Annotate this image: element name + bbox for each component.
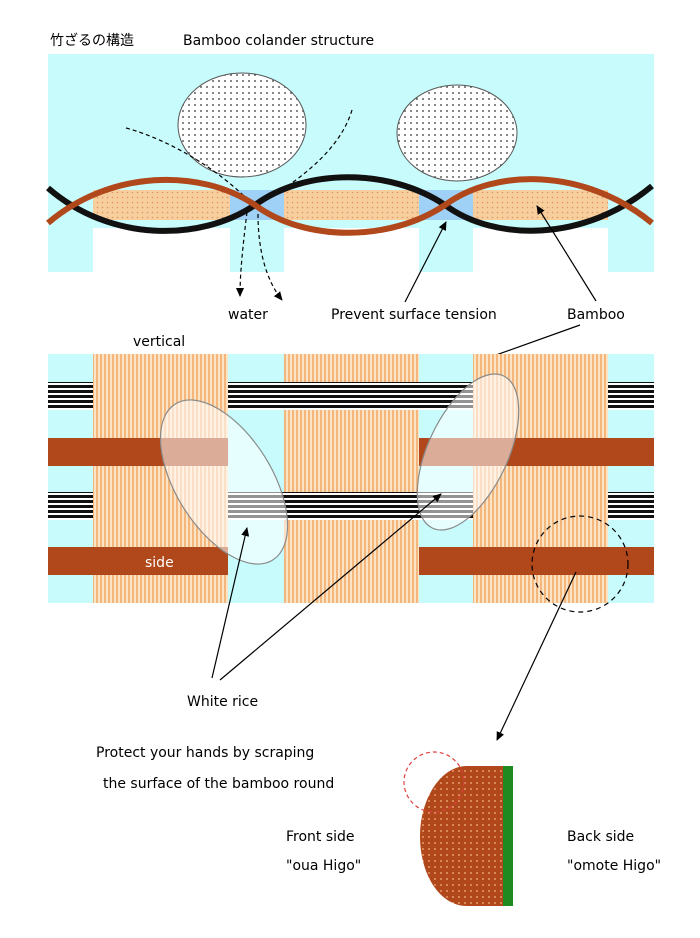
cross-section-panel xyxy=(46,54,654,301)
label-protect-line1: Protect your hands by scraping xyxy=(96,745,314,761)
horizontal-brown-strand xyxy=(48,547,228,575)
label-back-side: Back side xyxy=(567,829,634,845)
rice-arrow xyxy=(219,493,442,681)
title-english: Bamboo colander structure xyxy=(183,33,374,49)
horizontal-black-strand xyxy=(48,382,93,410)
label-bamboo: Bamboo xyxy=(567,307,625,323)
bamboo-arrow-top xyxy=(536,205,597,302)
brown-strand xyxy=(46,176,654,236)
label-protect-line2: the surface of the bamboo round xyxy=(103,776,334,792)
meniscus-line xyxy=(125,127,254,206)
horizontal-black-strand xyxy=(608,382,654,410)
rounded-edge-circle xyxy=(403,751,465,813)
horizontal-black-strand xyxy=(608,492,654,520)
label-white-rice: White rice xyxy=(187,694,258,710)
rice-grain-overlay xyxy=(416,373,520,531)
title-japanese: 竹ざるの構造 xyxy=(50,32,134,49)
water-flow-arrow xyxy=(236,211,248,297)
label-vertical: vertical xyxy=(133,334,185,350)
label-prevent-surface-tension: Prevent surface tension xyxy=(331,307,497,323)
bamboo-cross-section xyxy=(420,766,512,906)
bamboo-section xyxy=(93,190,230,220)
horizontal-black-strand xyxy=(228,382,473,410)
rice-grain xyxy=(396,84,518,182)
gap-region xyxy=(93,228,230,273)
prevent-arrow xyxy=(404,221,447,303)
bamboo-section xyxy=(473,190,608,220)
water-flow-arrow xyxy=(257,213,283,301)
label-back-name: "omote Higo" xyxy=(567,858,661,874)
rice-grain-overlay xyxy=(159,399,289,565)
bamboo-skin xyxy=(503,766,513,906)
bamboo-section xyxy=(284,190,419,220)
horizontal-brown-strand xyxy=(419,547,654,575)
gap-region xyxy=(473,228,608,273)
black-strand xyxy=(46,174,654,234)
bamboo-strip-profile xyxy=(403,751,513,906)
rice-arrow xyxy=(211,527,250,679)
detail-arrow xyxy=(496,571,577,741)
rice-grain xyxy=(177,72,307,178)
horizontal-black-strand xyxy=(48,492,93,520)
label-front-name: "oua Higo" xyxy=(286,858,361,874)
label-water: water xyxy=(228,307,268,323)
weave-panel xyxy=(48,354,654,613)
detail-circle xyxy=(531,515,629,613)
label-front-side: Front side xyxy=(286,829,355,845)
label-side: side xyxy=(145,555,174,571)
